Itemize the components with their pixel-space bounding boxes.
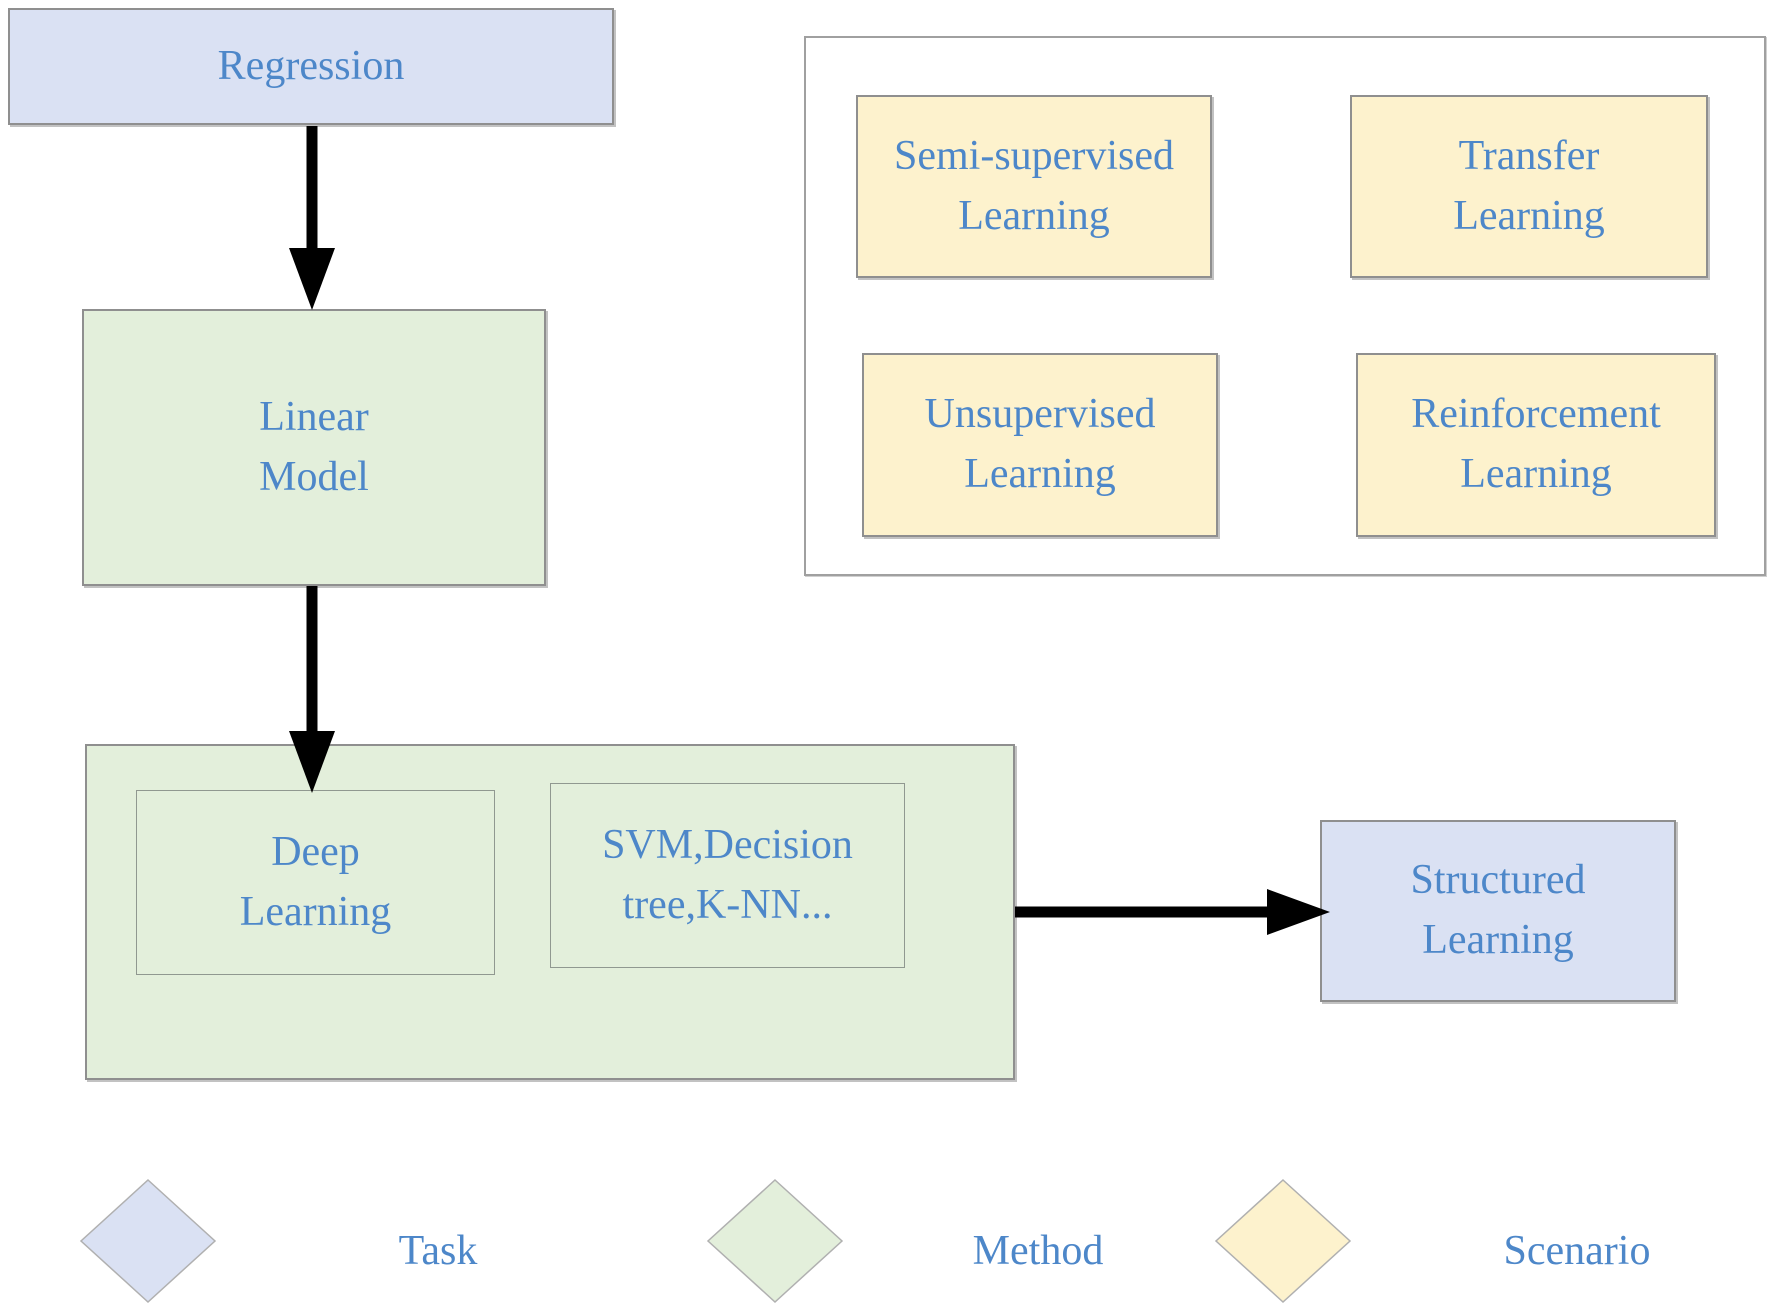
transfer-learning-label: Transfer Learning (1453, 132, 1605, 239)
linear-model-node: Linear Model (82, 309, 546, 586)
arrow-regression-to-linear-model (289, 126, 335, 310)
reinforcement-learning-label: Reinforcement Learning (1411, 391, 1661, 497)
regression-node: Regression (8, 8, 614, 125)
transfer-learning-box: Transfer Learning (1350, 95, 1708, 278)
unsupervised-learning-box: Unsupervised Learning (862, 353, 1218, 537)
structured-learning-label: Structured Learning (1410, 857, 1586, 963)
unsupervised-learning-label: Unsupervised Learning (924, 391, 1156, 497)
deep-learning-node: Deep Learning (136, 790, 495, 975)
method-diamond-icon (706, 1178, 844, 1304)
reinforcement-learning-box: Reinforcement Learning (1356, 353, 1716, 537)
linear-model-label: Linear Model (259, 393, 369, 500)
scenario-diamond-icon (1214, 1178, 1352, 1304)
semi-supervised-learning-label: Semi-supervised Learning (894, 132, 1174, 239)
arrow-methods-to-structured-learning (1015, 889, 1330, 935)
svm-knn-label: SVM,Decision tree,K-NN... (602, 821, 853, 928)
svm-knn-node: SVM,Decision tree,K-NN... (550, 783, 905, 968)
semi-supervised-learning-box: Semi-supervised Learning (856, 95, 1212, 278)
legend-label-scenario: Scenario (1503, 1228, 1651, 1274)
task-diamond-icon (79, 1178, 217, 1304)
deep-learning-label: Deep Learning (239, 828, 392, 935)
regression-label: Regression (217, 42, 405, 89)
legend-label-method: Method (972, 1228, 1104, 1274)
legend-label-task: Task (398, 1228, 478, 1274)
structured-learning-node: Structured Learning (1320, 820, 1676, 1002)
